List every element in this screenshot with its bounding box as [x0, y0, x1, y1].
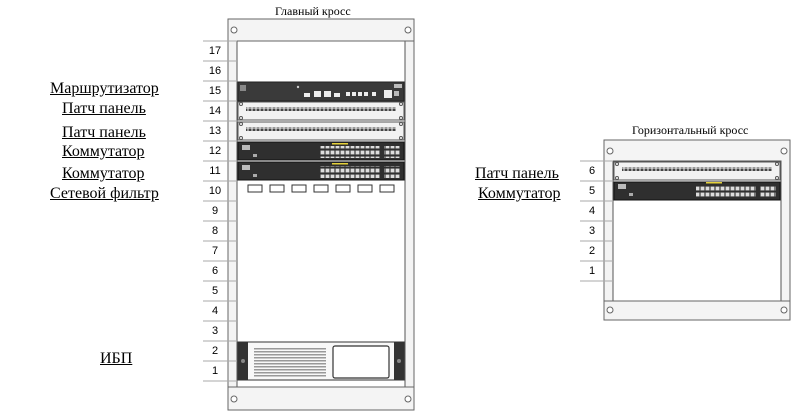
label-horizontal-patch-panel[interactable]: Патч панель: [475, 165, 559, 182]
power-filter-device: [247, 184, 395, 193]
router-device: [237, 81, 405, 102]
unit-number: 2: [211, 345, 219, 357]
unit-number: 9: [211, 205, 219, 217]
screw-icon: [230, 395, 238, 403]
main-rack: [203, 18, 415, 411]
ups-device: [237, 341, 405, 381]
unit-number: 15: [208, 85, 222, 97]
unit-number: 5: [211, 285, 219, 297]
unit-number: 7: [211, 245, 219, 257]
horizontal-rack-title: Горизонтальный кросс: [632, 123, 749, 137]
unit-number: 6: [588, 165, 596, 177]
unit-number: 4: [588, 205, 596, 217]
main-rack-title: Главный кросс: [275, 4, 351, 18]
unit-number: 1: [588, 265, 596, 277]
horizontal-switch-device: [613, 181, 781, 201]
unit-number: 4: [211, 305, 219, 317]
label-switch-1[interactable]: Коммутатор: [62, 143, 145, 160]
horizontal-patch-panel: [613, 161, 781, 181]
switch-device-1: [237, 141, 405, 161]
unit-number: 14: [208, 105, 222, 117]
horizontal-unit-ruler: [580, 160, 613, 282]
label-switch-2[interactable]: Коммутатор: [62, 165, 145, 182]
screw-icon: [404, 26, 412, 34]
screw-icon: [780, 147, 788, 155]
unit-number: 17: [208, 45, 222, 57]
screw-icon: [404, 395, 412, 403]
unit-number: 1: [211, 365, 219, 377]
unit-number: 10: [208, 185, 222, 197]
main-unit-ruler: [203, 40, 237, 382]
unit-number: 2: [588, 245, 596, 257]
patch-panel-1: [237, 101, 405, 121]
unit-number: 8: [211, 225, 219, 237]
switch-device-2: [237, 161, 405, 181]
unit-number: 12: [208, 145, 222, 157]
unit-number: 6: [211, 265, 219, 277]
label-router[interactable]: Маршрутизатор: [50, 80, 159, 97]
patch-panel-2: [237, 121, 405, 141]
label-ups[interactable]: ИБП: [100, 350, 133, 367]
unit-number: 5: [588, 185, 596, 197]
unit-number: 3: [588, 225, 596, 237]
screw-icon: [780, 306, 788, 314]
horizontal-rack: [580, 139, 791, 321]
screw-icon: [606, 147, 614, 155]
screw-icon: [606, 306, 614, 314]
label-patch-panel-2[interactable]: Патч панель: [62, 124, 146, 141]
unit-number: 13: [208, 125, 222, 137]
label-power-filter[interactable]: Сетевой фильтр: [50, 185, 159, 202]
unit-number: 11: [209, 165, 221, 177]
label-horizontal-switch[interactable]: Коммутатор: [478, 185, 561, 202]
unit-number: 3: [211, 325, 219, 337]
unit-number: 16: [208, 65, 222, 77]
screw-icon: [230, 26, 238, 34]
label-patch-panel-1[interactable]: Патч панель: [62, 100, 146, 117]
